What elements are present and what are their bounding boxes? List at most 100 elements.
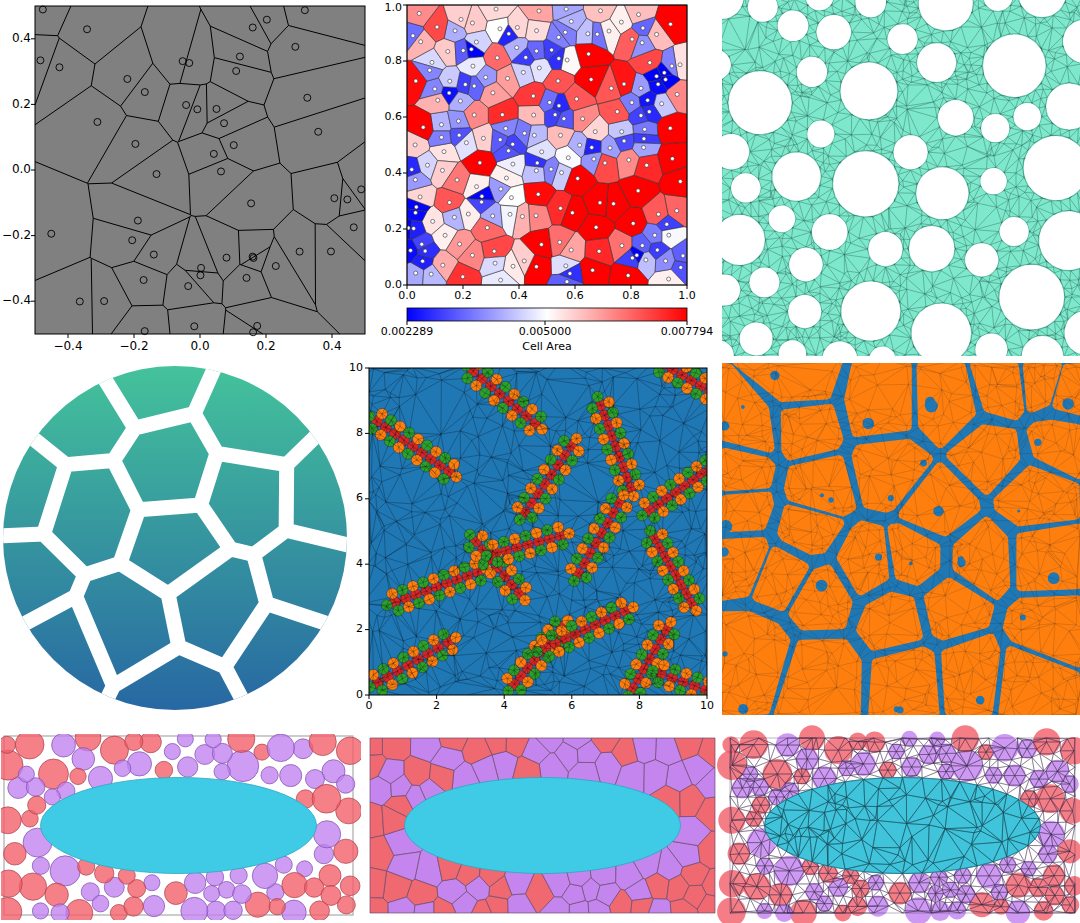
- seed-marker: [644, 258, 648, 262]
- tick-mark: [31, 235, 35, 236]
- grain: [782, 509, 839, 549]
- tick-mark: [200, 334, 201, 338]
- seed-marker: [447, 91, 451, 95]
- particle: [205, 734, 221, 748]
- mesh-edges: [369, 368, 707, 695]
- seed-marker: [589, 78, 593, 82]
- axis-tick-label: −0.2: [119, 340, 148, 354]
- tick-mark: [403, 229, 407, 230]
- seed-marker: [428, 68, 432, 72]
- particle-cell: [378, 759, 404, 784]
- seed-marker: [491, 91, 495, 95]
- particle: [164, 743, 180, 759]
- seed-marker: [553, 113, 557, 117]
- area-cell: [465, 30, 493, 53]
- seed-marker: [642, 137, 646, 141]
- seed-marker: [535, 29, 539, 33]
- seed-marker: [664, 259, 668, 263]
- seed-marker: [612, 202, 616, 206]
- particle: [45, 883, 68, 906]
- seed-marker: [607, 29, 611, 33]
- seed-marker: [655, 248, 659, 252]
- seed-marker: [124, 75, 131, 82]
- seed-marker: [595, 32, 599, 36]
- seed-marker: [249, 24, 256, 31]
- particle: [178, 757, 198, 777]
- pore: [894, 135, 928, 169]
- seed-marker: [563, 30, 567, 34]
- seed-marker: [675, 92, 679, 96]
- voronoi-packing: [370, 738, 715, 913]
- axis-tick-label: 0: [356, 689, 363, 702]
- seed-marker: [426, 163, 430, 167]
- rod-mesh-plot: [361, 351, 723, 704]
- particle-cell: [407, 879, 438, 905]
- seed-marker: [213, 105, 220, 112]
- crack-gap: [0, 360, 360, 720]
- axis-tick-label: 1.0: [385, 2, 403, 15]
- pore: [778, 11, 809, 42]
- area-cell: [630, 246, 644, 263]
- pore: [722, 134, 749, 169]
- seed-marker: [37, 6, 365, 336]
- grain: [946, 639, 995, 711]
- seed-marker: [504, 176, 508, 180]
- seed-marker: [531, 94, 535, 98]
- particle: [717, 725, 1080, 923]
- grain-hole: [888, 495, 894, 501]
- colorbar-tick-label: 0.002289: [381, 326, 434, 339]
- particle-cell: [698, 738, 715, 768]
- particle: [52, 734, 76, 757]
- seed-marker: [587, 52, 591, 56]
- pore: [722, 50, 731, 80]
- seed-marker: [461, 49, 465, 53]
- particle-cell: [370, 738, 715, 913]
- seed-marker: [417, 11, 421, 15]
- inclusion: [765, 778, 1041, 874]
- area-cell: [407, 29, 436, 60]
- pore: [868, 232, 902, 266]
- seed-marker: [493, 261, 497, 265]
- area-cell: [411, 61, 443, 82]
- seed-marker: [263, 16, 270, 23]
- seed-marker: [331, 195, 338, 202]
- seed-marker: [183, 102, 190, 109]
- particle: [4, 842, 27, 865]
- pore: [855, 0, 886, 17]
- seed-marker: [153, 171, 160, 178]
- seed-marker: [140, 277, 147, 284]
- pore: [1000, 217, 1029, 246]
- area-cell: [468, 76, 484, 101]
- particle: [1, 897, 22, 920]
- area-cell: [512, 239, 535, 276]
- area-cell: [598, 99, 629, 124]
- seed-marker: [134, 217, 141, 224]
- seed-marker: [603, 161, 607, 165]
- seed-marker: [456, 119, 460, 123]
- seed-marker: [669, 22, 673, 26]
- particle: [125, 734, 143, 751]
- seed-marker: [608, 146, 612, 150]
- seed-marker: [475, 185, 479, 189]
- particle: [70, 768, 86, 784]
- seed-marker: [560, 171, 564, 175]
- pore: [981, 114, 1009, 142]
- seed-marker: [230, 142, 237, 149]
- seed-marker: [627, 158, 631, 162]
- particle: [140, 734, 161, 753]
- tick-mark: [407, 321, 408, 325]
- particle-cell: [562, 884, 586, 905]
- seed-marker: [581, 117, 585, 121]
- grain-hole: [722, 547, 729, 556]
- seed-marker: [198, 264, 205, 271]
- seed-marker: [646, 98, 650, 102]
- axis-tick-label: 0.2: [385, 223, 403, 236]
- seed-marker: [440, 168, 444, 172]
- seed-marker: [458, 99, 462, 103]
- seed-marker: [236, 53, 243, 60]
- seed-marker: [39, 6, 46, 13]
- seed-marker: [639, 86, 643, 90]
- particle: [1, 734, 361, 920]
- pore: [919, 0, 973, 30]
